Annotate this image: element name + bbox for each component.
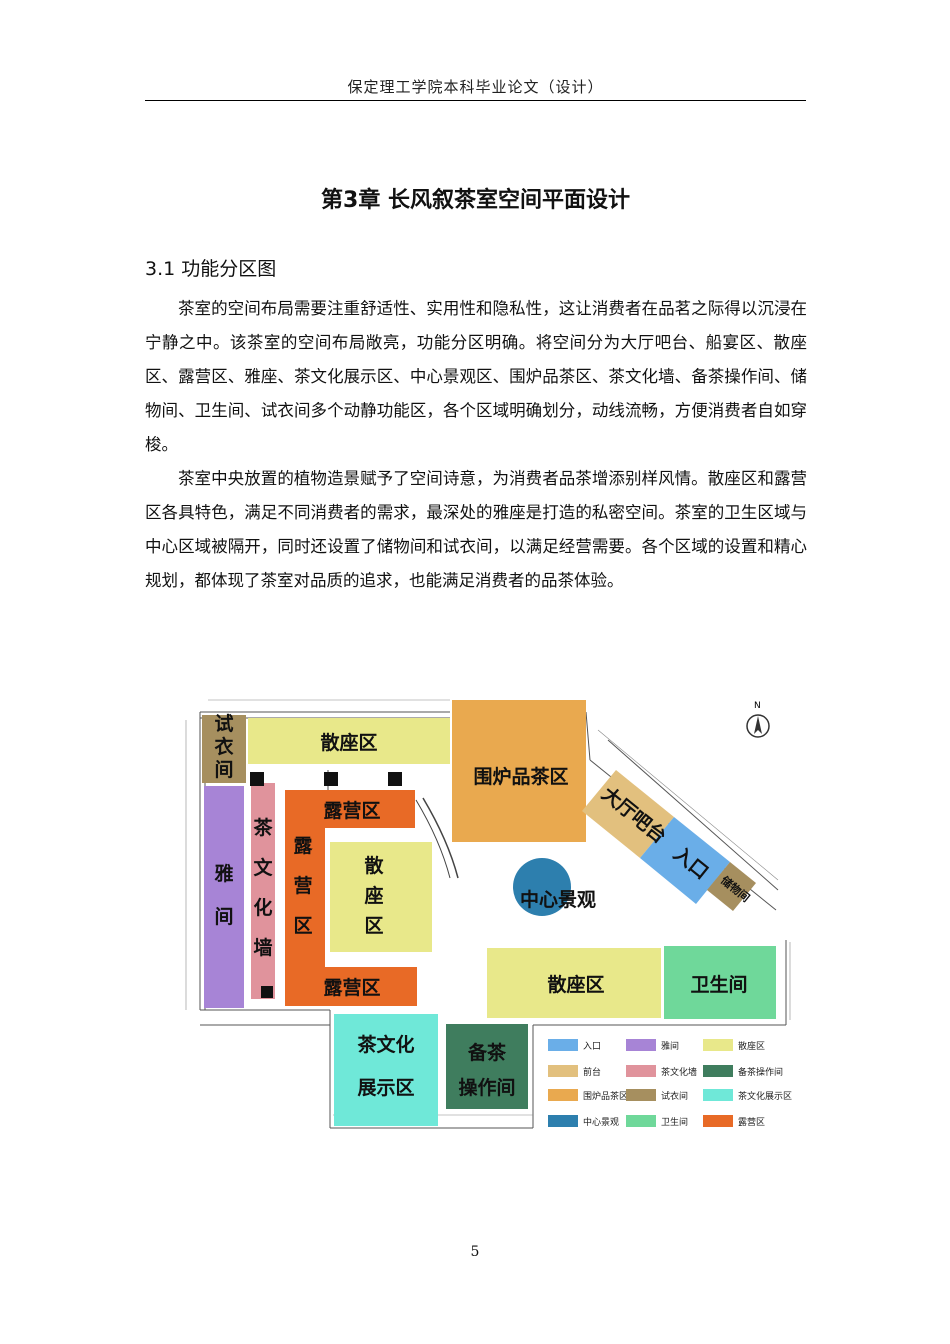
zone-restroom (664, 946, 776, 1019)
paragraph: 茶室中央放置的植物造景赋予了空间诗意，为消费者品茶增添别样风情。散座区和露营区各… (145, 469, 807, 590)
legend-label: 卫生间 (661, 1116, 688, 1128)
legend-label: 散座区 (738, 1040, 765, 1052)
zone-stove-tea (452, 700, 586, 842)
legend-swatch (703, 1089, 733, 1101)
north-arrow: N (746, 701, 770, 738)
label-scatter-center-3: 区 (364, 915, 383, 937)
label-stove-tea: 围炉品茶区 (473, 765, 568, 788)
legend-swatch (626, 1039, 656, 1051)
zone-center-landscape (513, 858, 571, 916)
zone-elegant-room (204, 786, 244, 1008)
legend-swatch (626, 1065, 656, 1077)
legend-label: 试衣间 (661, 1090, 688, 1102)
label-camp-bottom: 露营区 (323, 976, 380, 999)
columns (250, 772, 402, 998)
label-prep-room-2: 操作间 (458, 1076, 515, 1099)
legend-swatch (703, 1039, 733, 1051)
label-fitting-room-3: 间 (214, 759, 233, 781)
zone-scatter-bottom (487, 948, 661, 1018)
running-header: 保定理工学院本科毕业论文（设计） (347, 78, 604, 96)
label-camp-side-3: 区 (293, 915, 312, 937)
legend-swatch (626, 1115, 656, 1127)
zone-scatter-center (330, 842, 432, 952)
paragraph: 茶室的空间布局需要注重舒适性、实用性和隐私性，这让消费者在品茗之际得以沉浸在宁静… (145, 299, 807, 454)
legend-swatch (626, 1089, 656, 1101)
legend-label: 围炉品茶区 (583, 1090, 628, 1102)
label-scatter-center-2: 座 (364, 884, 383, 907)
zone-hall-bar (582, 770, 674, 858)
label-prep-room-1: 备茶 (467, 1041, 507, 1064)
legend-label: 茶文化墙 (661, 1066, 697, 1078)
label-scatter-top: 散座区 (320, 731, 377, 754)
legend-swatch (548, 1089, 578, 1101)
legend-label: 茶文化展示区 (738, 1090, 792, 1102)
label-elegant-2: 间 (214, 906, 233, 928)
label-culture-wall-1: 茶 (253, 816, 273, 839)
label-fitting-room-1: 试 (214, 713, 233, 735)
page-number: 5 (470, 1244, 480, 1260)
zone-prep-room (446, 1024, 528, 1109)
label-restroom: 卫生间 (690, 973, 747, 996)
label-culture-wall-3: 化 (253, 896, 272, 919)
legend-label: 露营区 (738, 1116, 765, 1128)
legend-label: 雅间 (661, 1040, 679, 1052)
north-label: N (754, 701, 761, 711)
label-culture-display-2: 展示区 (357, 1077, 414, 1099)
label-camp-side-2: 营 (293, 874, 312, 897)
label-camp-top: 露营区 (323, 799, 380, 822)
legend-swatch (703, 1065, 733, 1077)
zone-fitting-room (202, 715, 246, 783)
label-center-landscape: 中心景观 (520, 888, 596, 911)
label-scatter-bottom: 散座区 (547, 973, 604, 996)
zone-camp-top (285, 790, 415, 828)
label-elegant-1: 雅 (214, 863, 233, 885)
zone-scatter-top (248, 718, 450, 764)
zone-camp-side (285, 828, 325, 1006)
label-culture-wall-2: 文 (253, 856, 273, 879)
legend-swatch (548, 1115, 578, 1127)
zone-culture-wall (251, 783, 275, 999)
legend-label: 备茶操作间 (738, 1066, 783, 1078)
legend-swatch (548, 1065, 578, 1077)
zone-entrance (640, 817, 730, 904)
label-scatter-center-1: 散 (364, 854, 383, 877)
legend-label: 前台 (583, 1066, 601, 1078)
legend-label: 中心景观 (583, 1116, 619, 1128)
label-culture-display-1: 茶文化 (357, 1033, 414, 1056)
zone-culture-display (334, 1014, 438, 1126)
floor-plan-figure: N 试 衣 间 散座区 围炉品茶区 大厅吧台 入口 储物间 雅 间 茶 文 化 … (185, 699, 792, 1129)
legend-swatch (548, 1039, 578, 1051)
body-text: 茶室的空间布局需要注重舒适性、实用性和隐私性，这让消费者在品茗之际得以沉浸在宁静… (145, 292, 807, 598)
header-rule (145, 100, 806, 101)
zone-camp-bottom (325, 967, 417, 1006)
label-camp-side-1: 露 (293, 835, 313, 857)
section-title: 3.1 功能分区图 (145, 258, 277, 280)
curved-partition (422, 797, 459, 879)
zone-storage (707, 862, 756, 911)
label-fitting-room-2: 衣 (214, 735, 233, 758)
curved-partition (415, 799, 451, 879)
label-culture-wall-4: 墙 (253, 936, 272, 959)
legend-label: 入口 (583, 1041, 601, 1052)
legend-swatch (703, 1115, 733, 1127)
chapter-title: 第3章 长风叙茶室空间平面设计 (321, 188, 630, 213)
